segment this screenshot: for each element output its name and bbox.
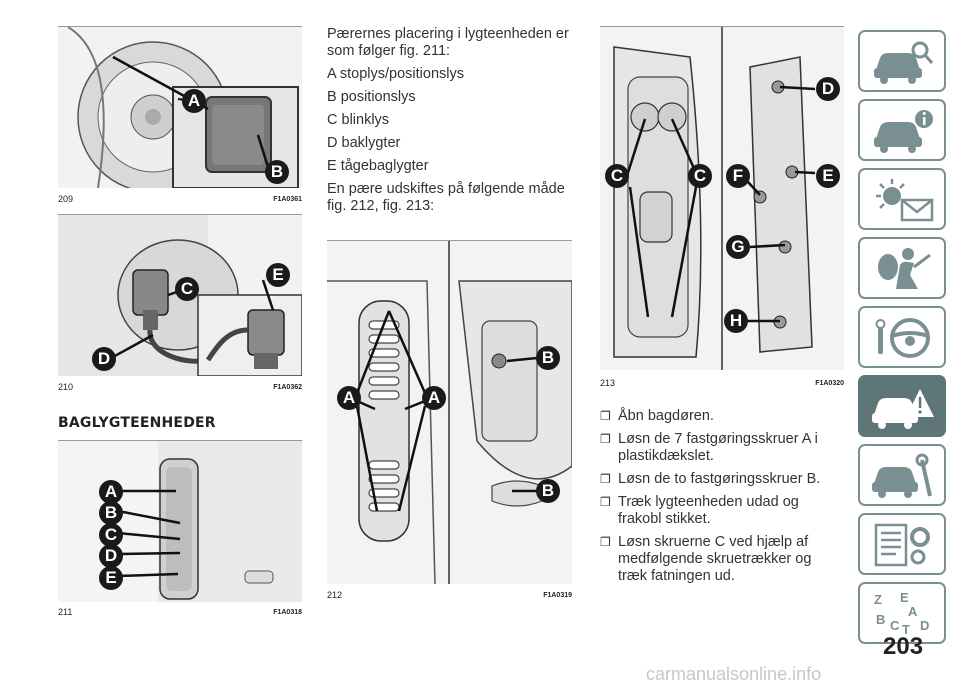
- callout-label: B: [99, 501, 123, 525]
- svg-text:T: T: [902, 622, 910, 637]
- figure-number: 211: [58, 607, 73, 617]
- step-text: Løsn de 7 fastgøringsskruer A i plastikd…: [618, 431, 818, 464]
- car-search-icon: [874, 41, 934, 84]
- figure-209-image: A B: [58, 27, 302, 188]
- intro-text: Pærernes placering i lygteenheden er som…: [327, 26, 572, 221]
- callout-label: B: [536, 346, 560, 370]
- svg-text:C: C: [890, 618, 900, 633]
- svg-text:Z: Z: [874, 592, 882, 607]
- callout-label: H: [724, 309, 748, 333]
- callout-label: E: [266, 263, 290, 287]
- sidebar-tab-driving[interactable]: [858, 306, 946, 368]
- callout-label: G: [726, 235, 750, 259]
- callout-label: A: [337, 386, 361, 410]
- callout-label: B: [536, 479, 560, 503]
- airbag-person-icon: [878, 248, 931, 289]
- figure-209-top-rule: [58, 26, 302, 27]
- paragraph: B positionslys: [327, 89, 416, 105]
- steps-list: ❒ Åbn bagdøren. ❒ Løsn de 7 fastgøringsskr…: [600, 408, 844, 591]
- callout-label: D: [92, 347, 116, 371]
- figure-code: F1A0318: [273, 609, 302, 616]
- callout-label: D: [99, 544, 123, 568]
- step-text: Træk lygteenheden udad og frakobl stikke…: [618, 494, 799, 527]
- checkbox-bullet-icon: ❒: [600, 432, 611, 446]
- page-number: 203: [883, 633, 924, 660]
- steering-wheel-icon: [875, 318, 930, 358]
- step-text: Løsn de to fastgøringsskruer B.: [618, 471, 821, 487]
- figure-code: F1A0361: [273, 196, 302, 203]
- figure-210-image: C E D: [58, 215, 302, 376]
- list-item: ❒ Løsn de 7 fastgøringsskruer A i plastik…: [600, 431, 844, 465]
- checkbox-bullet-icon: ❒: [600, 472, 611, 486]
- callout-label: C: [688, 164, 712, 188]
- step-text: Løsn skruerne C ved hjælp af medfølgende…: [618, 534, 812, 584]
- callout-label: A: [422, 386, 446, 410]
- sidebar-tab-lights[interactable]: [858, 168, 946, 230]
- sidebar-tab-technical[interactable]: [858, 513, 946, 575]
- car-info-icon: [874, 110, 933, 153]
- figure-number: 210: [58, 382, 74, 392]
- sidebar-tab-maintenance[interactable]: [858, 444, 946, 506]
- car-wrench-icon: [872, 453, 932, 498]
- sidebar-tab-car-info[interactable]: [858, 99, 946, 161]
- checkbox-bullet-icon: ❒: [600, 535, 611, 549]
- figure-code: F1A0320: [815, 380, 844, 387]
- figure-211-image: A B C D E: [58, 441, 302, 602]
- callout-label: C: [605, 164, 629, 188]
- paragraph: D baklygter: [327, 135, 401, 151]
- callout-label: D: [816, 77, 840, 101]
- figure-number: 209: [58, 194, 74, 204]
- callout-label: A: [99, 480, 123, 504]
- paragraph: Pærernes placering i lygteenheden er som…: [327, 26, 569, 59]
- callout-label: A: [182, 89, 206, 113]
- list-item: ❒ Træk lygteenheden udad og frakobl stikk…: [600, 494, 844, 528]
- callout-label: F: [726, 164, 750, 188]
- watermark: carmanualsonline.info: [646, 664, 822, 684]
- section-title: BAGLYGTEENHEDER: [58, 415, 216, 431]
- checkbox-bullet-icon: ❒: [600, 495, 611, 509]
- figure-210-top-rule: [58, 214, 302, 215]
- callout-label: E: [99, 566, 123, 590]
- figure-code: F1A0362: [273, 384, 302, 391]
- checkbox-bullet-icon: ❒: [600, 409, 611, 423]
- figure-number: 213: [600, 378, 616, 388]
- car-warning-icon: [872, 389, 934, 429]
- svg-text:A: A: [908, 604, 918, 619]
- callout-label: C: [99, 523, 123, 547]
- sidebar-tab-emergency[interactable]: [858, 375, 946, 437]
- figure-code: F1A0319: [543, 592, 572, 599]
- figure-211-top-rule: [58, 440, 302, 441]
- paragraph: E tågebaglygter: [327, 158, 429, 174]
- figure-212-image: B A A B: [327, 241, 572, 584]
- figure-212-top-rule: [327, 240, 572, 241]
- svg-text:B: B: [876, 612, 885, 627]
- step-text: Åbn bagdøren.: [618, 408, 714, 424]
- list-item: ❒ Åbn bagdøren.: [600, 408, 844, 425]
- figure-213-image: D C C F E G H: [600, 27, 844, 370]
- paragraph: En pære udskiftes på følgende måde fig. …: [327, 181, 565, 214]
- callout-label: C: [175, 277, 199, 301]
- list-item: ❒ Løsn de to fastgøringsskruer B.: [600, 471, 844, 488]
- list-item: ❒ Løsn skruerne C ved hjælp af medfølgend…: [600, 534, 844, 585]
- figure-213-top-rule: [600, 26, 844, 27]
- callout-label: B: [265, 160, 289, 184]
- paragraph: A stoplys/positionslys: [327, 66, 465, 82]
- figure-number: 212: [327, 590, 343, 600]
- sidebar-tab-car-search[interactable]: [858, 30, 946, 92]
- svg-text:E: E: [900, 590, 909, 605]
- paragraph: C blinklys: [327, 112, 390, 128]
- document-gear-icon: [874, 523, 930, 567]
- lights-envelope-icon: [876, 179, 934, 222]
- sidebar-tab-safety[interactable]: [858, 237, 946, 299]
- callout-label: E: [816, 164, 840, 188]
- svg-text:D: D: [920, 618, 929, 633]
